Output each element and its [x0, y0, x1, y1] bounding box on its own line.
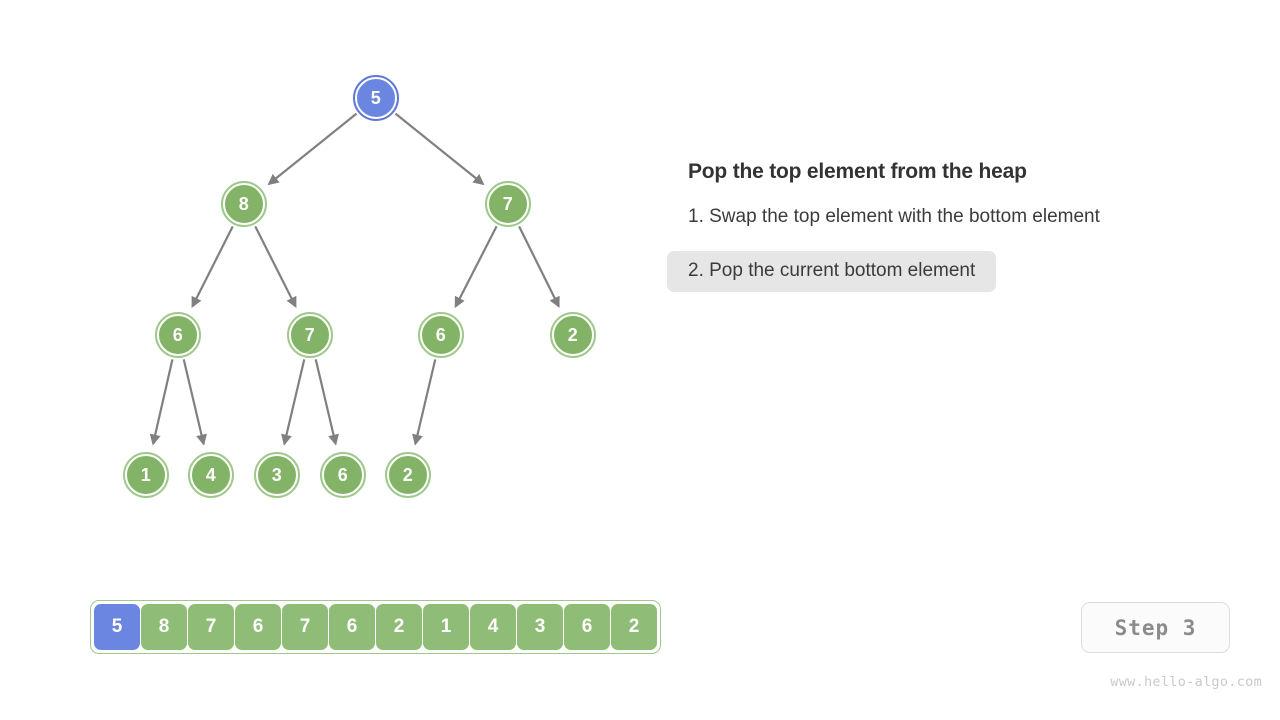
tree-node-ring — [353, 75, 399, 121]
tree-node: 7 — [485, 181, 531, 227]
tree-edges-layer — [149, 112, 560, 446]
binary-heap-tree: 5 8 7 6 7 6 2 1 4 3 6 2 — [0, 0, 680, 560]
tree-node-ring — [320, 452, 366, 498]
tree-node: 1 — [123, 452, 169, 498]
tree-node: 6 — [418, 312, 464, 358]
array-cell: 8 — [141, 604, 187, 650]
step-item-2: 2. Pop the current bottom element — [667, 250, 997, 292]
tree-edge — [314, 359, 339, 446]
tree-node-value: 2 — [402, 465, 414, 485]
tree-node: 8 — [221, 181, 267, 227]
array-cell: 7 — [188, 604, 234, 650]
tree-edge — [191, 225, 234, 308]
tree-node-ring — [254, 452, 300, 498]
tree-node-value: 6 — [435, 325, 447, 345]
tree-node-value: 7 — [304, 325, 316, 345]
tree-edge — [254, 225, 297, 308]
tree-node-value: 1 — [140, 465, 152, 485]
array-cell: 4 — [470, 604, 516, 650]
tree-node-ring — [123, 452, 169, 498]
tree-node-value: 4 — [205, 465, 217, 485]
info-panel: Pop the top element from the heap 1. Swa… — [667, 160, 1267, 292]
array-cell: 3 — [517, 604, 563, 650]
array-cell: 2 — [376, 604, 422, 650]
tree-node: 2 — [550, 312, 596, 358]
tree-node-ring — [550, 312, 596, 358]
tree-node-ring — [188, 452, 234, 498]
page-title: Pop the top element from the heap — [688, 160, 1027, 183]
tree-node: 5 — [353, 75, 399, 121]
array-cell: 1 — [423, 604, 469, 650]
tree-edge — [454, 225, 498, 309]
array-cell: 2 — [611, 604, 657, 650]
tree-edge-group — [149, 112, 560, 446]
tree-node: 7 — [287, 312, 333, 358]
tree-node-ring — [155, 312, 201, 358]
array-cell: 6 — [564, 604, 610, 650]
tree-node-value: 6 — [337, 465, 349, 485]
tree-edge — [518, 225, 560, 308]
tree-edge — [182, 359, 207, 446]
tree-node-ring — [418, 312, 464, 358]
array-cell: 6 — [235, 604, 281, 650]
tree-edge — [149, 359, 174, 446]
tree-edge — [394, 112, 485, 186]
tree-node-value: 2 — [567, 325, 579, 345]
array-cell: 7 — [282, 604, 328, 650]
tree-node-ring — [385, 452, 431, 498]
tree-node-ring — [485, 181, 531, 227]
tree-node-ring — [287, 312, 333, 358]
array-cell: 5 — [94, 604, 140, 650]
step-item-1: 1. Swap the top element with the bottom … — [688, 206, 1100, 227]
tree-node: 4 — [188, 452, 234, 498]
tree-edge — [412, 359, 437, 446]
tree-node: 3 — [254, 452, 300, 498]
tree-node: 6 — [155, 312, 201, 358]
tree-node-ring — [221, 181, 267, 227]
tree-node-value: 7 — [502, 194, 514, 214]
step-list: 1. Swap the top element with the bottom … — [667, 184, 1267, 292]
tree-node: 2 — [385, 452, 431, 498]
tree-edge — [267, 112, 358, 186]
tree-edge — [281, 359, 306, 446]
tree-node-value: 5 — [370, 88, 382, 108]
tree-node-value: 6 — [172, 325, 184, 345]
tree-node: 6 — [320, 452, 366, 498]
watermark: www.hello-algo.com — [1110, 674, 1262, 690]
step-badge: Step 3 — [1081, 602, 1230, 653]
tree-node-value: 3 — [271, 465, 283, 485]
array-cell: 6 — [329, 604, 375, 650]
tree-node-value: 8 — [238, 194, 250, 214]
